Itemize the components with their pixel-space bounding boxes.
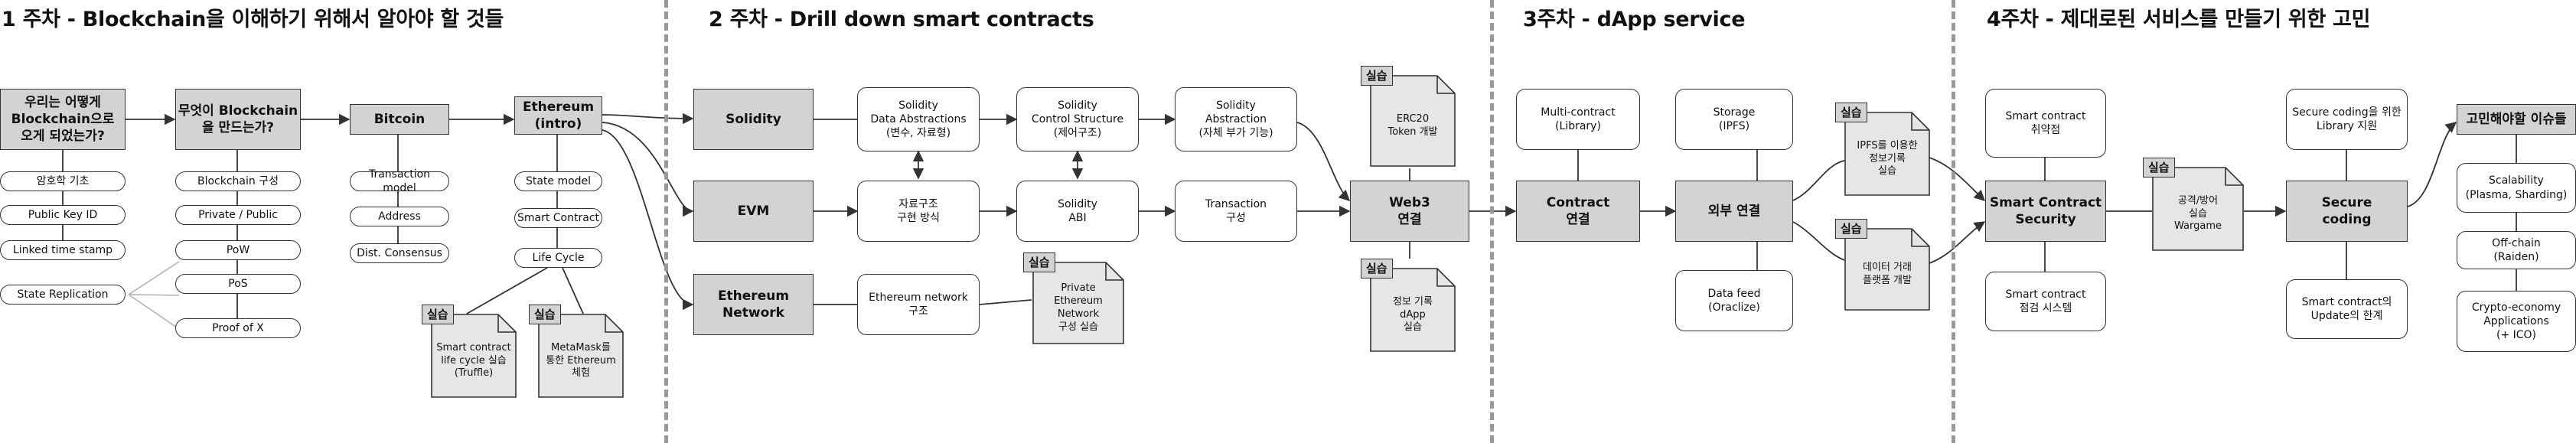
topic-web3-connection: Web3 연결 <box>1350 181 1469 242</box>
list-item: Life Cycle <box>514 248 602 268</box>
note-text: ERC20 Token 개발 <box>1387 113 1438 138</box>
list-item: Address <box>350 207 449 226</box>
list-item: Linked time stamp <box>0 240 126 260</box>
note-text: Private Ethereum Network 구성 실습 <box>1054 282 1103 333</box>
storage-ipfs: Storage (IPFS) <box>1675 89 1793 150</box>
week-divider <box>1952 0 1955 443</box>
week2-title: 2 주차 - Drill down smart contracts <box>709 8 1094 31</box>
practice-note: MetaMask를 통한 Ethereum 체험 실습 <box>529 305 624 398</box>
topic-external-connection: 외부 연결 <box>1675 181 1793 242</box>
list-item: 암호학 기초 <box>0 171 126 191</box>
practice-note: 공격/방어 실습 Wargame 실습 <box>2143 158 2244 251</box>
list-item: PoS <box>175 274 301 294</box>
practice-tag: 실습 <box>1835 219 1867 239</box>
topic-solidity: Solidity <box>693 89 814 150</box>
list-item: Smart Contract <box>514 208 602 228</box>
data-feed-oraclize: Data feed (Oraclize) <box>1675 270 1793 331</box>
solidity-abstraction: Solidity Abstraction (자체 부가 기능) <box>1175 87 1297 151</box>
practice-tag: 실습 <box>1361 66 1393 86</box>
issue-crypto-economy: Crypto-economy Applications (+ ICO) <box>2457 291 2576 352</box>
note-shape <box>1032 262 1124 344</box>
smart-contract-vulnerabilities: Smart contract 취약점 <box>1985 89 2106 158</box>
note-text: 데이터 거래 플랫폼 개발 <box>1863 262 1912 286</box>
solidity-control-structure: Solidity Control Structure (제어구조) <box>1016 87 1139 151</box>
week-divider <box>1490 0 1494 443</box>
topic-bitcoin: Bitcoin <box>350 104 449 135</box>
transaction-composition: Transaction 구성 <box>1175 181 1297 242</box>
secure-coding-library: Secure coding을 위한 Library 지원 <box>2286 89 2408 150</box>
practice-note: Smart contract life cycle 실습 (Truffle) 실… <box>422 305 517 398</box>
note-shape <box>1370 75 1456 167</box>
solidity-data-abstractions: Solidity Data Abstractions (변수, 자료형) <box>857 87 980 151</box>
week4-title: 4주차 - 제대로된 서비스를 만들기 위한 고민 <box>1987 8 2371 31</box>
list-item: State Replication <box>0 285 126 305</box>
list-item: Private / Public <box>175 205 301 225</box>
issue-off-chain: Off-chain (Raiden) <box>2457 231 2576 269</box>
note-text: IPFS를 이용한 정보기록 실습 <box>1857 139 1918 178</box>
smart-contract-audit-system: Smart contract 점검 시스템 <box>1985 272 2106 331</box>
week3-title: 3주차 - dApp service <box>1523 8 1746 31</box>
topic-ethereum-intro: Ethereum (intro) <box>514 96 602 135</box>
topic-secure-coding: Secure coding <box>2286 181 2408 242</box>
note-text: 공격/방어 실습 Wargame <box>2174 194 2222 233</box>
note-shape <box>1844 112 1930 196</box>
practice-tag: 실습 <box>1023 252 1055 272</box>
list-item: Public Key ID <box>0 205 126 225</box>
practice-note: 정보 기록 dApp 실습 실습 <box>1361 259 1456 352</box>
note-shape <box>538 314 624 398</box>
note-shape <box>1844 228 1930 311</box>
list-item: Proof of X <box>175 318 301 338</box>
practice-note: ERC20 Token 개발 실습 <box>1361 66 1456 167</box>
practice-tag: 실습 <box>1835 103 1867 122</box>
note-shape <box>2152 167 2244 251</box>
practice-note: Private Ethereum Network 구성 실습 실습 <box>1023 252 1124 344</box>
solidity-abi: Solidity ABI <box>1016 181 1139 242</box>
topic-issues-to-consider: 고민해야할 이슈들 <box>2457 104 2576 135</box>
topic-evm: EVM <box>693 181 814 242</box>
list-item: Blockchain 구성 <box>175 171 301 191</box>
note-shape <box>1370 268 1456 352</box>
topic-smart-contract-security: Smart Contract Security <box>1985 181 2106 242</box>
week-divider <box>664 0 668 443</box>
practice-tag: 실습 <box>529 305 561 324</box>
topic-what-makes-blockchain: 무엇이 Blockchain 을 만드는가? <box>175 89 301 150</box>
data-structure-implementation: 자료구조 구현 방식 <box>857 181 980 242</box>
topic-how-we-came-to-blockchain: 우리는 어떻게 Blockchain으로 오게 되었는가? <box>0 89 126 150</box>
note-text: Smart contract life cycle 실습 (Truffle) <box>436 341 511 379</box>
note-text: 정보 기록 dApp 실습 <box>1393 295 1433 334</box>
smart-contract-update-limits: Smart contract의 Update의 한계 <box>2286 279 2408 339</box>
issue-scalability: Scalability (Plasma, Sharding) <box>2457 163 2576 213</box>
list-item: Transaction model <box>350 168 449 194</box>
ethereum-network-structure: Ethereum network 구조 <box>857 274 980 335</box>
week1-title: 1 주차 - Blockchain을 이해하기 위해서 알아야 할 것들 <box>2 8 504 31</box>
list-item: State model <box>514 171 602 191</box>
multi-contract-library: Multi-contract (Library) <box>1516 89 1640 150</box>
practice-tag: 실습 <box>422 305 454 324</box>
list-item: Dist. Consensus <box>350 243 449 263</box>
note-text: MetaMask를 통한 Ethereum 체험 <box>546 341 616 379</box>
practice-note: 데이터 거래 플랫폼 개발 실습 <box>1835 219 1930 311</box>
list-item: PoW <box>175 240 301 260</box>
topic-ethereum-network: Ethereum Network <box>693 274 814 335</box>
practice-tag: 실습 <box>1361 259 1393 279</box>
practice-note: IPFS를 이용한 정보기록 실습 실습 <box>1835 103 1930 196</box>
note-shape <box>431 314 517 398</box>
topic-contract-connection: Contract 연결 <box>1516 181 1640 242</box>
practice-tag: 실습 <box>2143 158 2175 178</box>
